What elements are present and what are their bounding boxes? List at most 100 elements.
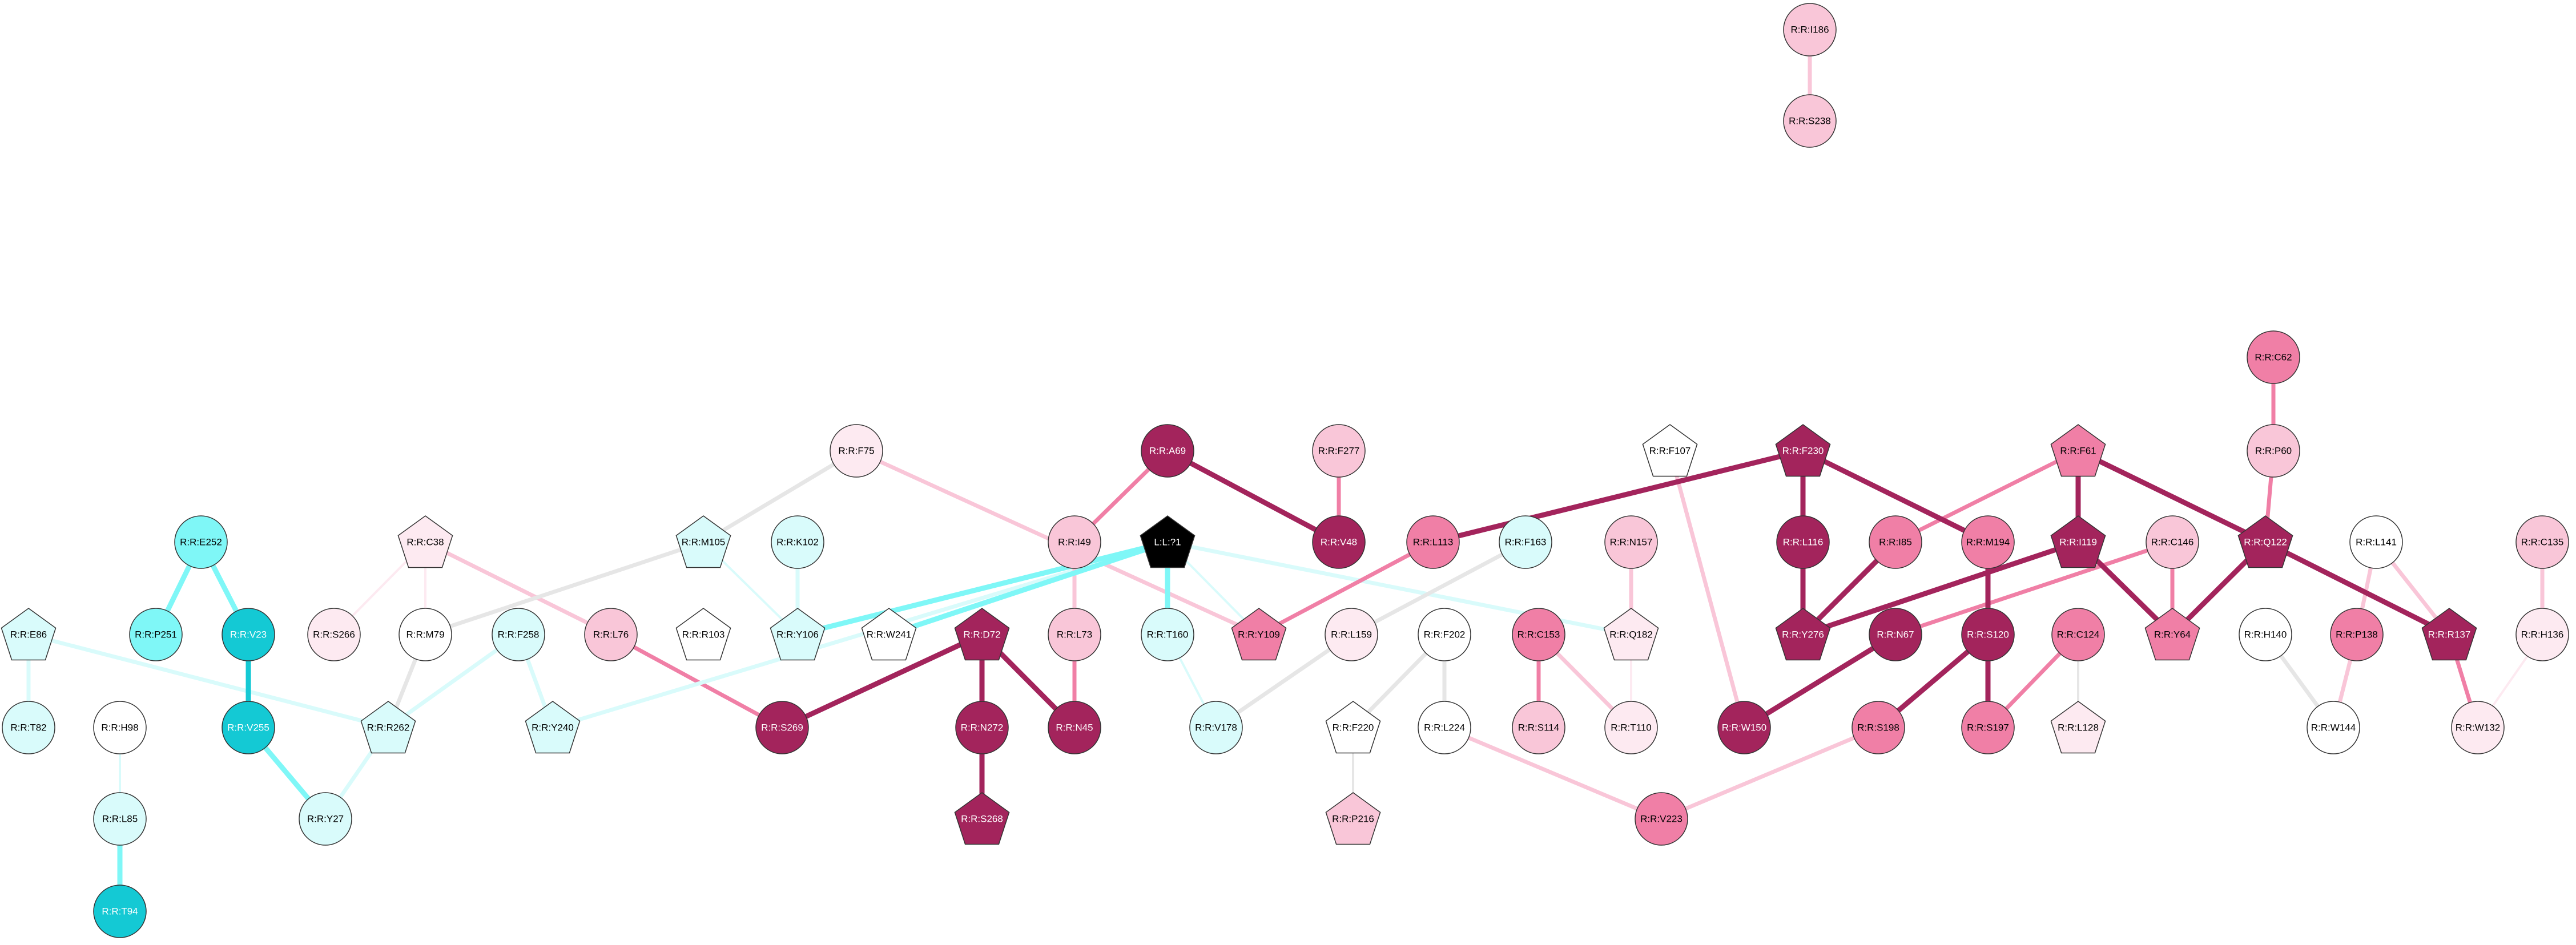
node-n272[interactable]: R:R:N272 [955, 701, 1009, 754]
node-p60-shape [2247, 424, 2300, 478]
node-v255[interactable]: R:R:V255 [222, 701, 275, 754]
node-f107[interactable]: R:R:F107 [1642, 424, 1698, 477]
node-m105[interactable]: R:R:M105 [675, 515, 731, 568]
node-f220[interactable]: R:R:F220 [1325, 701, 1381, 754]
node-w132[interactable]: R:R:W132 [2451, 701, 2505, 754]
node-f163[interactable]: R:R:F163 [1499, 515, 1552, 569]
node-f277[interactable]: R:R:F277 [1312, 424, 1366, 478]
node-m194[interactable]: R:R:M194 [1961, 515, 2015, 569]
node-v48[interactable]: R:R:V48 [1312, 515, 1366, 569]
node-c146[interactable]: R:R:C146 [2146, 515, 2199, 569]
node-f230-shape [1775, 424, 1831, 477]
node-e252-shape [174, 515, 228, 569]
node-m79[interactable]: R:R:M79 [399, 608, 452, 661]
node-s197[interactable]: R:R:S197 [1961, 701, 2015, 754]
node-v223[interactable]: R:R:V223 [1635, 792, 1688, 846]
node-l113[interactable]: R:R:L113 [1406, 515, 1460, 569]
node-h98[interactable]: R:R:H98 [93, 701, 147, 754]
node-n45[interactable]: R:R:N45 [1048, 701, 1101, 754]
node-r103[interactable]: R:R:R103 [675, 608, 731, 661]
node-i186[interactable]: R:R:I186 [1783, 3, 1837, 56]
node-c62[interactable]: R:R:C62 [2247, 330, 2300, 384]
node-l113-label: R:R:L113 [1413, 537, 1454, 548]
node-p138[interactable]: R:R:P138 [2330, 608, 2384, 661]
node-p251[interactable]: R:R:P251 [129, 608, 183, 661]
node-q122[interactable]: R:R:Q122 [2237, 515, 2293, 568]
node-w241[interactable]: R:R:W241 [861, 608, 917, 661]
node-f202[interactable]: R:R:F202 [1418, 608, 1471, 661]
node-f163-shape [1499, 515, 1552, 569]
node-h136[interactable]: R:R:H136 [2515, 608, 2569, 661]
node-t82[interactable]: R:R:T82 [2, 701, 55, 754]
node-r262[interactable]: R:R:R262 [360, 701, 416, 754]
node-l76[interactable]: R:R:L76 [584, 608, 638, 661]
node-v178[interactable]: R:R:V178 [1189, 701, 1243, 754]
node-l73[interactable]: R:R:L73 [1048, 608, 1101, 661]
node-t110-label: R:R:T110 [1611, 722, 1652, 733]
node-n67[interactable]: R:R:N67 [1869, 608, 1922, 661]
node-l159[interactable]: R:R:L159 [1325, 608, 1378, 661]
node-y64-label: R:R:Y64 [2154, 629, 2191, 640]
node-w144[interactable]: R:R:W144 [2307, 701, 2360, 754]
node-l71[interactable]: L:L:?1 [1140, 515, 1196, 568]
node-f277-label: R:R:F277 [1318, 446, 1360, 457]
node-y64[interactable]: R:R:Y64 [2144, 608, 2200, 661]
node-v223-shape [1635, 792, 1688, 846]
node-f75[interactable]: R:R:F75 [830, 424, 883, 478]
node-l128[interactable]: R:R:L128 [2050, 701, 2106, 754]
node-s269[interactable]: R:R:S269 [755, 701, 809, 754]
node-e86[interactable]: R:R:E86 [1, 608, 57, 661]
node-r137[interactable]: R:R:R137 [2421, 608, 2477, 661]
node-l141[interactable]: R:R:L141 [2349, 515, 2403, 569]
node-p60[interactable]: R:R:P60 [2247, 424, 2300, 478]
node-s266[interactable]: R:R:S266 [307, 608, 361, 661]
node-s120[interactable]: R:R:S120 [1961, 608, 2015, 661]
node-s238-label: R:R:S238 [1789, 116, 1831, 127]
node-c135[interactable]: R:R:C135 [2515, 515, 2569, 569]
node-p216[interactable]: R:R:P216 [1325, 792, 1381, 845]
node-i85[interactable]: R:R:I85 [1869, 515, 1922, 569]
node-q182[interactable]: R:R:Q182 [1603, 608, 1659, 661]
node-y276-label: R:R:Y276 [1782, 629, 1824, 640]
node-y240[interactable]: R:R:Y240 [525, 701, 581, 754]
node-l141-shape [2349, 515, 2403, 569]
node-n157[interactable]: R:R:N157 [1604, 515, 1658, 569]
edge-l224-v223 [1442, 725, 1664, 821]
node-l224[interactable]: R:R:L224 [1418, 701, 1471, 754]
node-s268[interactable]: R:R:S268 [954, 792, 1010, 845]
node-i119[interactable]: R:R:I119 [2050, 515, 2106, 568]
node-y106[interactable]: R:R:Y106 [770, 608, 826, 661]
node-l85[interactable]: R:R:L85 [93, 792, 147, 846]
node-y27[interactable]: R:R:Y27 [299, 792, 352, 846]
node-f61[interactable]: R:R:F61 [2050, 424, 2106, 477]
node-i49[interactable]: R:R:I49 [1048, 515, 1101, 569]
node-e252[interactable]: R:R:E252 [174, 515, 228, 569]
node-t94[interactable]: R:R:T94 [93, 885, 147, 938]
node-s238[interactable]: R:R:S238 [1783, 94, 1837, 148]
node-c124[interactable]: R:R:C124 [2051, 608, 2105, 661]
node-v23[interactable]: R:R:V23 [222, 608, 275, 661]
node-s198-label: R:R:S198 [1857, 722, 1899, 733]
node-y276[interactable]: R:R:Y276 [1775, 608, 1831, 661]
node-f258[interactable]: R:R:F258 [492, 608, 545, 661]
node-a69-label: R:R:A69 [1149, 446, 1186, 457]
node-s198[interactable]: R:R:S198 [1852, 701, 1905, 754]
node-c38[interactable]: R:R:C38 [397, 515, 453, 568]
node-h136-label: R:R:H136 [2521, 629, 2564, 640]
node-c153[interactable]: R:R:C153 [1512, 608, 1565, 661]
node-f163-label: R:R:F163 [1505, 537, 1547, 548]
node-s114[interactable]: R:R:S114 [1512, 701, 1565, 754]
node-y109[interactable]: R:R:Y109 [1231, 608, 1287, 661]
node-d72[interactable]: R:R:D72 [954, 608, 1010, 661]
node-l116[interactable]: R:R:L116 [1776, 515, 1830, 569]
node-h140[interactable]: R:R:H140 [2239, 608, 2292, 661]
node-f230[interactable]: R:R:F230 [1775, 424, 1831, 477]
node-a69[interactable]: R:R:A69 [1141, 424, 1194, 478]
node-w150[interactable]: R:R:W150 [1717, 701, 1771, 754]
node-k102[interactable]: R:R:K102 [771, 515, 824, 569]
node-d72-label: R:R:D72 [963, 629, 1000, 640]
node-t160[interactable]: R:R:T160 [1141, 608, 1194, 661]
node-l71-label: L:L:?1 [1154, 537, 1181, 548]
node-t110[interactable]: R:R:T110 [1604, 701, 1658, 754]
